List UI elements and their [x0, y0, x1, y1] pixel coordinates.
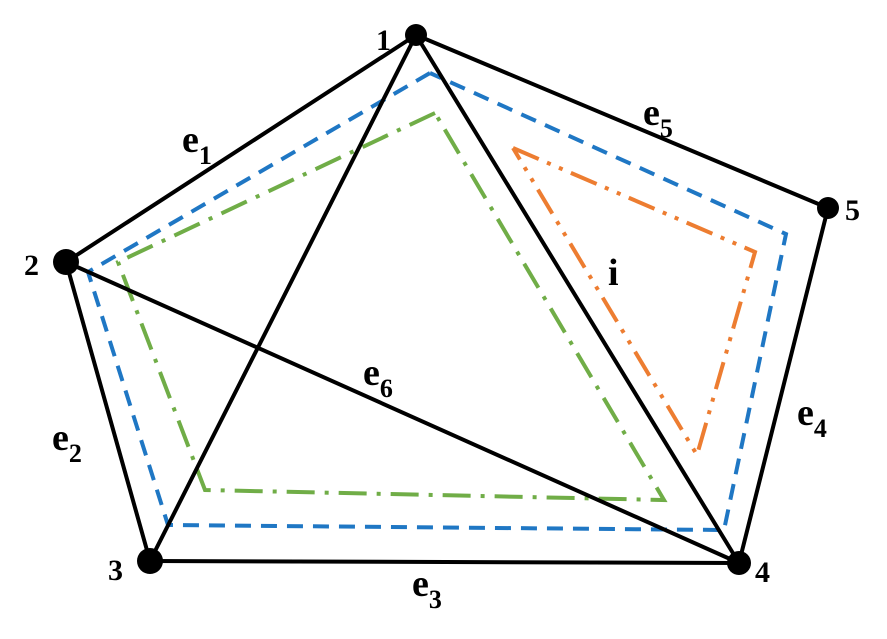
- loop-label-i: i: [608, 252, 619, 294]
- edge-e4: [737, 206, 830, 565]
- node-4: [727, 551, 751, 575]
- edge-label-e3: e3: [412, 563, 442, 614]
- edge-label-e5: e5: [643, 92, 673, 143]
- node-2: [53, 249, 79, 275]
- edge-e6: [64, 260, 741, 565]
- edge-1-3: [148, 33, 418, 563]
- edge-1-4: [414, 33, 741, 565]
- edge-e5: [414, 33, 830, 210]
- loop-outer-dashed: [85, 71, 789, 533]
- node-label-5: 5: [845, 194, 860, 227]
- edge-e2: [64, 260, 152, 563]
- node-1: [405, 24, 427, 46]
- edge-label-e6: e6: [363, 352, 393, 403]
- node-label-4: 4: [755, 556, 770, 589]
- node-3: [137, 548, 163, 574]
- node-5: [817, 197, 839, 219]
- node-label-1: 1: [376, 24, 391, 57]
- edge-label-e2: e2: [52, 417, 82, 468]
- edge-label-e4: e4: [797, 392, 827, 443]
- node-label-2: 2: [24, 249, 39, 282]
- loop-inner-dashdotdot: [511, 146, 758, 460]
- edge-label-e1: e1: [182, 119, 212, 170]
- node-label-3: 3: [108, 554, 123, 587]
- edge-e1: [64, 33, 418, 264]
- loop-middle-dashdot: [115, 111, 668, 503]
- edge-e3: [148, 559, 741, 565]
